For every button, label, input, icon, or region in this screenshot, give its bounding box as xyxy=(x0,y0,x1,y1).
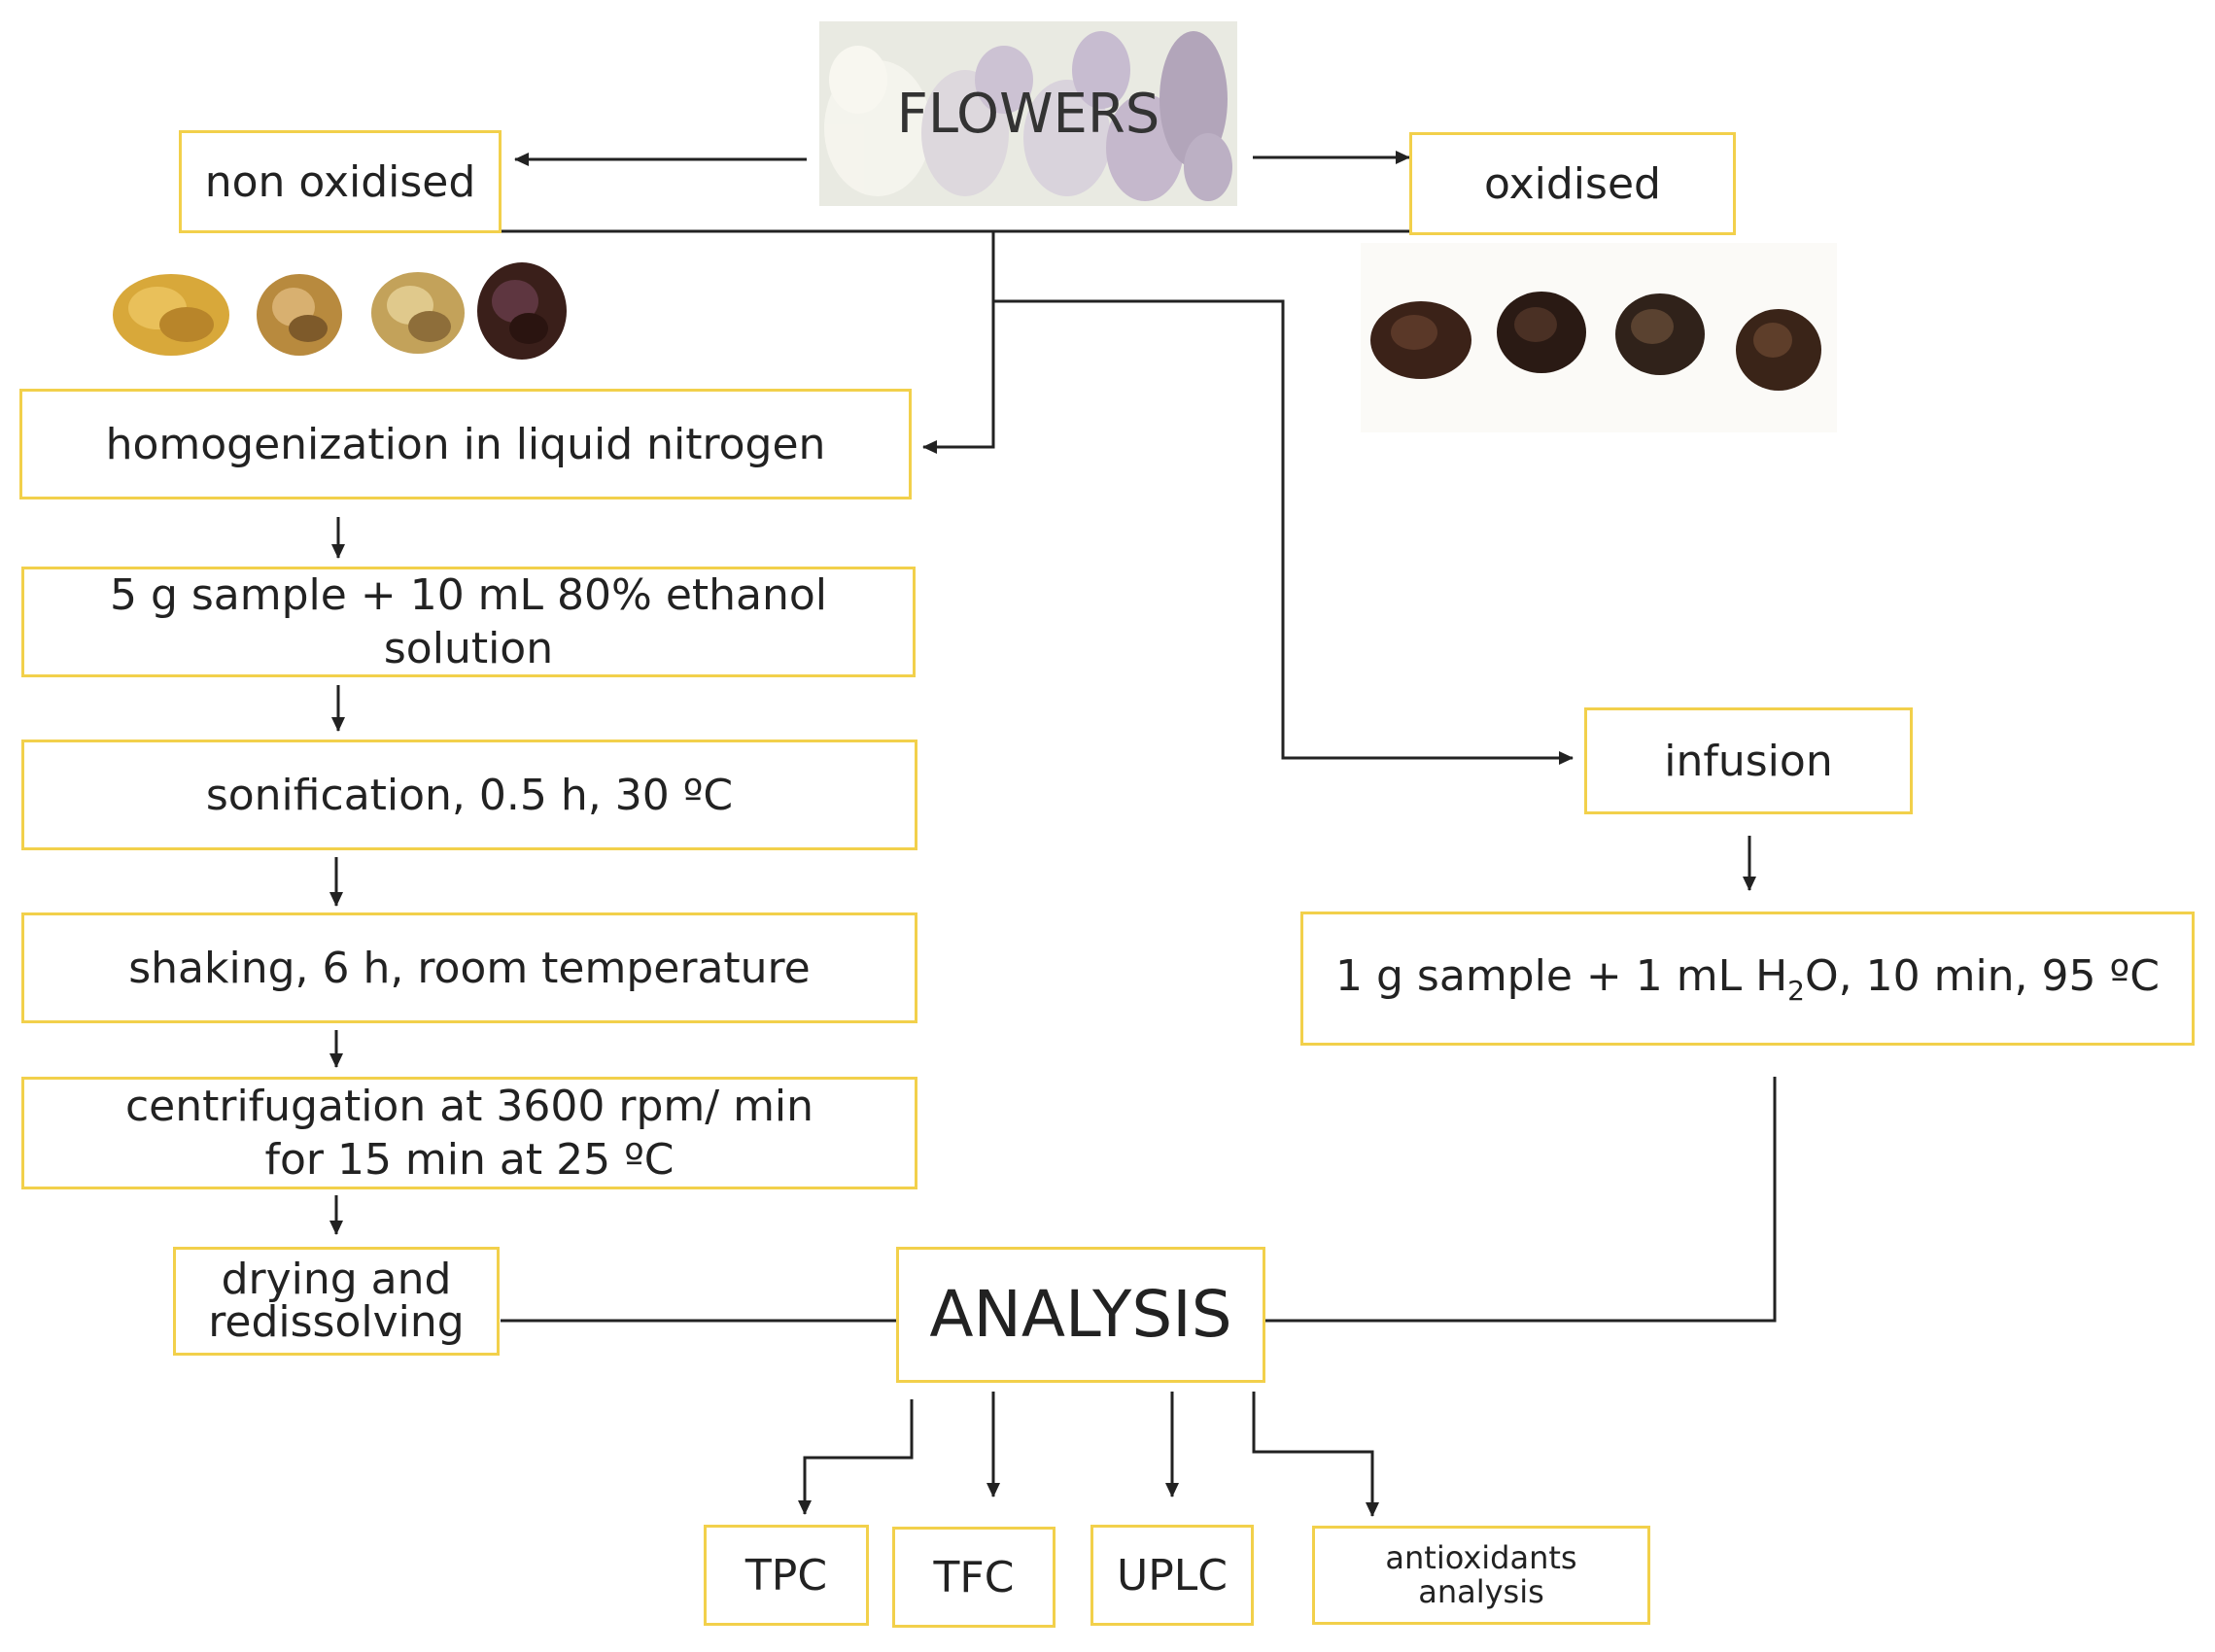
sample-pile-1 xyxy=(113,274,229,356)
flowers-label: FLOWERS xyxy=(896,82,1160,146)
sample-ethanol-box: 5 g sample + 10 mL 80% ethanol solution xyxy=(21,567,916,677)
infusion-label: infusion xyxy=(1664,736,1833,786)
drying-line1: drying and xyxy=(221,1255,452,1304)
sample-pile-4 xyxy=(477,262,567,360)
ox-pile-3 xyxy=(1615,293,1705,375)
infusion-sample-subscript: 2 xyxy=(1787,974,1805,1007)
ox-pile-4 xyxy=(1736,309,1821,391)
flowers-header: FLOWERS xyxy=(819,21,1237,206)
antioxidants-line1: antioxidants xyxy=(1385,1538,1577,1576)
tpc-label: TPC xyxy=(744,1550,828,1600)
antioxidants-line2: analysis xyxy=(1418,1573,1544,1610)
oxidised-box: oxidised xyxy=(1409,132,1736,235)
antioxidants-box: antioxidants analysis xyxy=(1312,1526,1650,1625)
ox-pile-1 xyxy=(1370,301,1471,379)
homogenization-box: homogenization in liquid nitrogen xyxy=(19,389,912,499)
homogenization-label: homogenization in liquid nitrogen xyxy=(105,419,826,469)
infusion-sample-part-a: 1 g sample + 1 mL H xyxy=(1335,951,1788,1002)
tfc-box: TFC xyxy=(892,1527,1056,1628)
tpc-box: TPC xyxy=(704,1525,869,1626)
sonification-label: sonification, 0.5 h, 30 ºC xyxy=(205,770,734,820)
sample-ethanol-label: 5 g sample + 10 mL 80% ethanol solution xyxy=(109,570,828,673)
uplc-label: UPLC xyxy=(1117,1550,1228,1600)
shaking-label: shaking, 6 h, room temperature xyxy=(128,943,811,993)
line-infusion-analysis xyxy=(1265,1077,1777,1323)
drying-box: drying and redissolving xyxy=(173,1247,500,1356)
non-oxidised-box: non oxidised xyxy=(179,130,502,233)
arrow-to-tpc xyxy=(798,1399,914,1515)
centrifugation-line1: centrifugation at 3600 rpm/ min xyxy=(124,1082,814,1131)
non-oxidised-samples-image xyxy=(113,262,567,360)
drying-line2: redissolving xyxy=(208,1297,465,1347)
ox-pile-2 xyxy=(1497,292,1586,373)
tfc-label: TFC xyxy=(933,1552,1015,1602)
centrifugation-box: centrifugation at 3600 rpm/ min for 15 m… xyxy=(21,1077,917,1189)
centrifugation-line2: for 15 min at 25 ºC xyxy=(264,1135,675,1185)
infusion-sample-box: 1 g sample + 1 mL H2O, 10 min, 95 ºC xyxy=(1300,912,2195,1046)
arrow-to-antioxidants xyxy=(1252,1392,1379,1517)
non-oxidised-label: non oxidised xyxy=(204,156,476,207)
infusion-sample-part-b: O, 10 min, 95 ºC xyxy=(1805,951,2160,1002)
infusion-sample-label: 1 g sample + 1 mL H2O, 10 min, 95 ºC xyxy=(1335,949,2160,1008)
sample-pile-2 xyxy=(257,274,342,356)
infusion-box: infusion xyxy=(1584,707,1913,814)
shaking-box: shaking, 6 h, room temperature xyxy=(21,912,917,1023)
oxidised-label: oxidised xyxy=(1484,158,1661,209)
analysis-label: ANALYSIS xyxy=(929,1276,1232,1352)
uplc-box: UPLC xyxy=(1090,1525,1254,1626)
oxidised-samples-image xyxy=(1361,243,1837,432)
sonification-box: sonification, 0.5 h, 30 ºC xyxy=(21,740,917,850)
line-to-homogenization xyxy=(922,231,995,454)
lilac-flowers-illustration xyxy=(819,21,1237,206)
line-to-infusion xyxy=(993,299,1574,765)
analysis-box: ANALYSIS xyxy=(896,1247,1265,1383)
sample-pile-3 xyxy=(371,272,465,354)
